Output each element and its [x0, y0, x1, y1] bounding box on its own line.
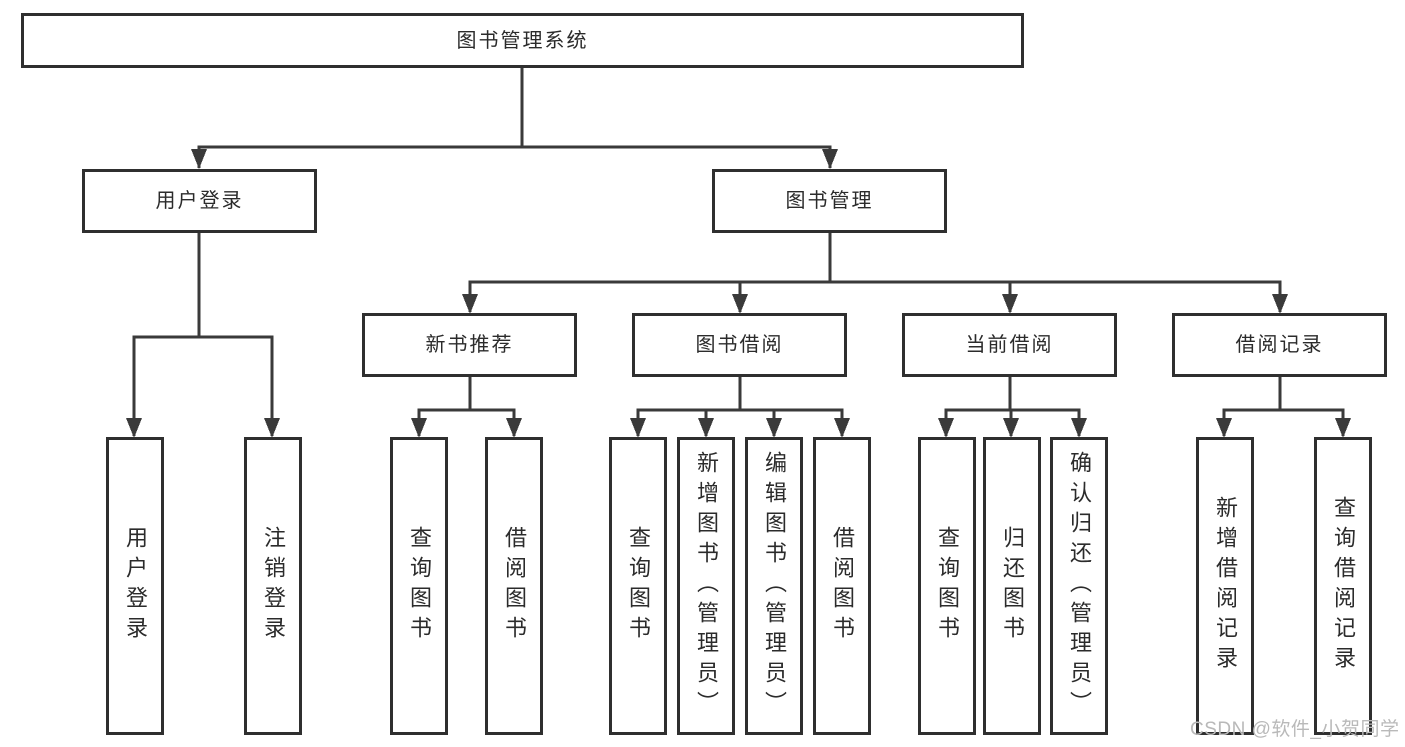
leaf-borrow-books-borrow: 借阅图书	[813, 437, 871, 735]
leaf-confirm-return-admin: 确认归还（管理员）	[1050, 437, 1108, 735]
node-book-borrowing: 图书借阅	[632, 313, 847, 377]
leaf-return-book: 归还图书	[983, 437, 1041, 735]
leaf-add-borrow-record: 新增借阅记录	[1196, 437, 1254, 735]
node-new-book-recommendation: 新书推荐	[362, 313, 577, 377]
leaf-user-login: 用户登录	[106, 437, 164, 735]
leaf-logout: 注销登录	[244, 437, 302, 735]
watermark: CSDN @软件_小贺同学	[1190, 719, 1400, 740]
leaf-query-books-current: 查询图书	[918, 437, 976, 735]
leaf-query-books-recommend: 查询图书	[390, 437, 448, 735]
node-book-management: 图书管理	[712, 169, 947, 233]
leaf-query-borrow-record: 查询借阅记录	[1314, 437, 1372, 735]
node-user-login: 用户登录	[82, 169, 317, 233]
leaf-query-books-borrow: 查询图书	[609, 437, 667, 735]
node-root: 图书管理系统	[21, 13, 1024, 68]
node-current-borrowing: 当前借阅	[902, 313, 1117, 377]
leaf-edit-book-admin: 编辑图书（管理员）	[745, 437, 803, 735]
node-borrowing-records: 借阅记录	[1172, 313, 1387, 377]
leaf-add-book-admin: 新增图书（管理员）	[677, 437, 735, 735]
leaf-borrow-books-recommend: 借阅图书	[485, 437, 543, 735]
